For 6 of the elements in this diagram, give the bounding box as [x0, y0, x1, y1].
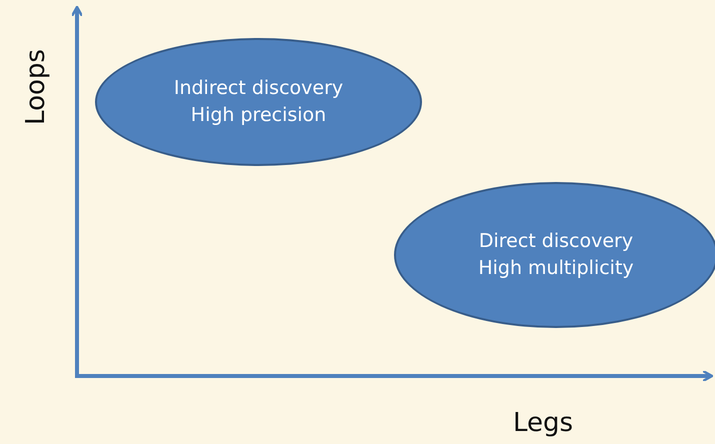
x-axis-label: Legs — [513, 408, 574, 438]
node-text: Indirect discovery — [174, 76, 344, 101]
y-axis-label: Loops — [20, 49, 51, 125]
node-text: High precision — [190, 103, 326, 128]
node-text: Direct discovery — [478, 229, 634, 254]
node-text: High multiplicity — [478, 256, 634, 281]
